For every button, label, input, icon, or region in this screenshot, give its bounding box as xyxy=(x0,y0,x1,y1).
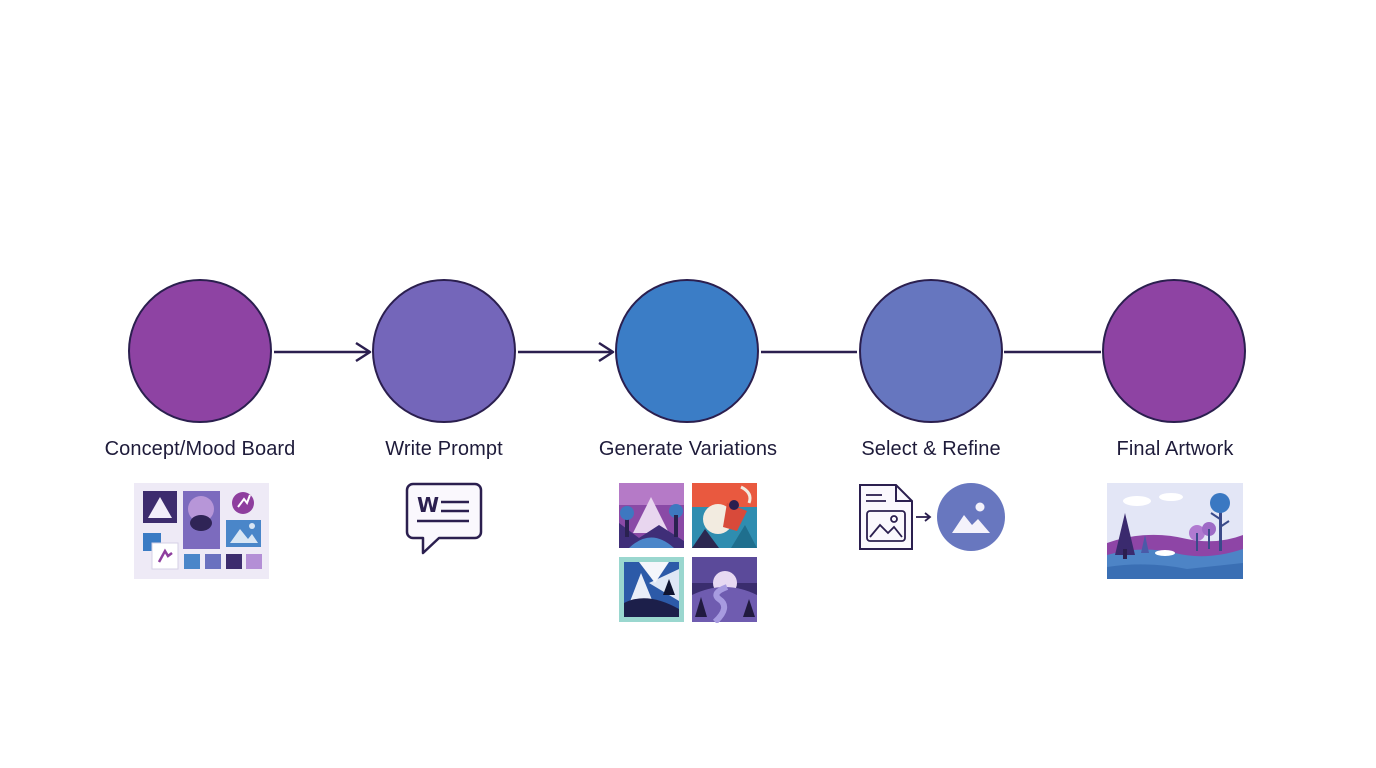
arrowhead-to-generate xyxy=(598,341,615,363)
final-artwork-icon xyxy=(1107,483,1243,579)
arrowhead-to-prompt xyxy=(355,341,372,363)
step-node-generate xyxy=(615,279,759,423)
variation-thumb-4-icon xyxy=(692,557,757,623)
refine-icon xyxy=(859,483,1005,551)
step-label-generate: Generate Variations xyxy=(598,438,778,460)
step-label-concept: Concept/Mood Board xyxy=(104,438,296,460)
step-node-final xyxy=(1102,279,1246,423)
step-label-select: Select & Refine xyxy=(861,438,1001,460)
step-label-final: Final Artwork xyxy=(1116,438,1234,460)
variation-thumb-3-icon xyxy=(619,557,684,622)
step-label-prompt: Write Prompt xyxy=(385,438,503,460)
step-node-select xyxy=(859,279,1003,423)
prompt-icon-letter: W xyxy=(417,493,439,517)
step-node-concept xyxy=(128,279,272,423)
mood-board-icon xyxy=(134,483,269,579)
variation-grid-icon xyxy=(619,483,757,623)
step-node-prompt xyxy=(372,279,516,423)
variation-thumb-1-icon xyxy=(619,483,684,548)
variation-thumb-2-icon xyxy=(692,483,757,548)
chat-bubble-icon: W xyxy=(405,482,483,555)
